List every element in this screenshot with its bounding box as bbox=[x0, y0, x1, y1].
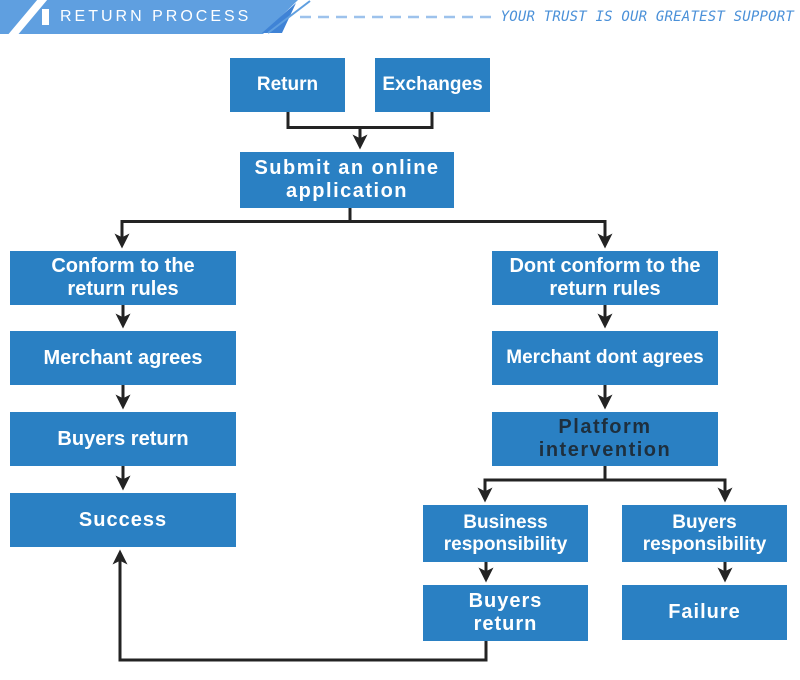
banner-thin-line bbox=[267, 0, 311, 34]
node-submit-application: Submit an online application bbox=[240, 152, 454, 208]
node-merchant-dont-agrees: Merchant dont agrees bbox=[492, 331, 718, 385]
node-exchanges: Exchanges bbox=[375, 58, 490, 112]
node-merchant-agrees: Merchant agrees bbox=[10, 331, 236, 385]
connector-feedback-to-success bbox=[112, 549, 488, 662]
node-business-responsibility: Business responsibility bbox=[423, 505, 588, 562]
title-marker-icon bbox=[42, 9, 49, 25]
connector-platform-to-business bbox=[477, 466, 607, 503]
connector-top-merge bbox=[286, 112, 434, 129]
node-dont-conform-rules: Dont conform to the return rules bbox=[492, 251, 718, 305]
connector-submit-to-right bbox=[350, 220, 613, 249]
node-return: Return bbox=[230, 58, 345, 112]
node-buyers-return-bottom: Buyers return bbox=[423, 585, 588, 641]
connector-platform-to-buyersresp bbox=[605, 478, 733, 503]
node-buyers-return-left: Buyers return bbox=[10, 412, 236, 466]
header-decoration bbox=[262, 0, 492, 34]
node-conform-rules: Conform to the return rules bbox=[10, 251, 236, 305]
node-platform-intervention: Platform intervention bbox=[492, 412, 718, 466]
connector-submit-to-left bbox=[114, 208, 352, 249]
header-slogan: YOUR TRUST IS OUR GREATEST SUPPORT bbox=[500, 9, 794, 25]
node-success: Success bbox=[10, 493, 236, 547]
banner-accent-triangle bbox=[262, 3, 296, 33]
header: RETURN PROCESS YOUR TRUST IS OUR GREATES… bbox=[0, 0, 800, 40]
node-failure: Failure bbox=[622, 585, 787, 640]
node-buyers-responsibility: Buyers responsibility bbox=[622, 505, 787, 562]
page-title: RETURN PROCESS bbox=[60, 8, 252, 25]
header-banner bbox=[0, 0, 298, 34]
